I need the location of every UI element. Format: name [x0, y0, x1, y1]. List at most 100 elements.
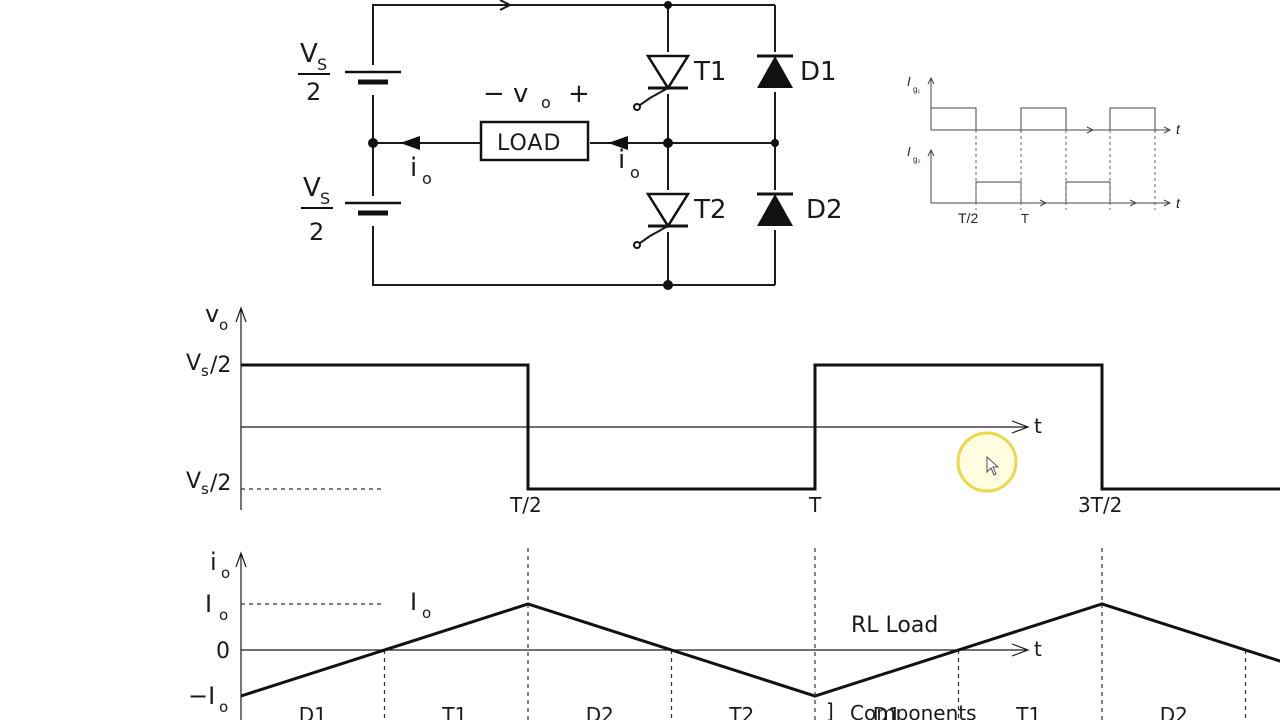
io-left-sub: o	[422, 169, 432, 188]
io-y-tick-top: I o	[205, 590, 228, 624]
vo-tick-label: T/2	[509, 493, 542, 517]
io-y-tick-bottom: −I o	[188, 682, 228, 716]
vo-bottom-suffix: /2	[210, 471, 231, 496]
vo-y-axis	[235, 306, 247, 510]
ig1-t-axis-label: t	[1176, 121, 1181, 137]
ig1-label: I g₁	[907, 74, 920, 94]
ig-tick-t-half: T/2	[958, 210, 978, 226]
source-bottom-label: V S 2	[301, 173, 333, 246]
vo-y-axis-label: v o	[205, 300, 228, 334]
gate-pulse-chart: I g₁ I g₂ t t T/2 T	[907, 74, 1181, 226]
vo-bottom-v: V	[186, 469, 201, 494]
io-tick-bottom-text: −I	[188, 682, 215, 710]
io-tick-top-text: I	[205, 590, 212, 618]
io-y-tick-zero: 0	[216, 639, 230, 664]
ig1-text: I	[907, 74, 911, 89]
node-mid	[663, 138, 673, 148]
io-y-axis-label: i o	[210, 548, 230, 582]
source-bottom-den: 2	[309, 218, 324, 246]
ig1-axis-arrows	[1086, 126, 1095, 134]
io-y-label-sub: o	[221, 564, 230, 582]
ig2-x-axis	[931, 199, 1172, 207]
thyristor-t1	[633, 52, 691, 111]
ig-tick-t: T	[1021, 211, 1029, 226]
io-right-text: i	[618, 145, 625, 175]
vo-x-axis-label: t	[1034, 414, 1042, 438]
cursor-highlight	[956, 431, 1018, 493]
io-interval-label: T1	[1015, 703, 1041, 720]
node-top	[664, 1, 672, 9]
ig2-axis-arrows	[1039, 199, 1138, 207]
ig1-y-axis	[927, 76, 935, 130]
ig1-x-axis	[931, 126, 1172, 134]
t1-label: T1	[693, 57, 726, 87]
load-box	[479, 120, 590, 162]
ig1-pulse-train	[931, 107, 1156, 130]
mouse-pointer-icon	[986, 455, 1000, 476]
io-peak-sub: o	[422, 604, 431, 622]
source-top-label: V S 2	[298, 39, 330, 106]
io-tick-top-sub: o	[219, 606, 228, 624]
vo-top-v: V	[186, 351, 201, 376]
top-current-arrow	[495, 0, 513, 11]
vo-x-axis	[241, 420, 1030, 434]
io-interval-label: T2	[728, 703, 754, 720]
io-interval-guides	[383, 650, 1247, 720]
d1-label: D1	[800, 57, 837, 87]
vo-tick-label: 3T/2	[1078, 493, 1122, 517]
io-arrow-left	[400, 136, 420, 150]
source-top-sub: S	[317, 55, 327, 74]
vo-top-suffix: /2	[210, 353, 231, 378]
source-bottom-sub: S	[320, 189, 330, 208]
vo-plus: +	[568, 79, 590, 109]
io-interval-label: D1	[299, 703, 327, 720]
ig1-sub: g₁	[913, 85, 920, 94]
io-peak-text: I	[410, 588, 417, 616]
source-top-den: 2	[306, 78, 321, 106]
thyristor-t2	[633, 190, 691, 249]
io-x-axis	[241, 643, 1030, 657]
diode-d2	[757, 190, 793, 230]
vo-y-bottom-label: V s /2	[186, 469, 231, 498]
vo-y-label-sub: o	[219, 316, 228, 334]
dc-source-top	[345, 65, 401, 95]
node-bottom	[663, 280, 673, 290]
io-interval-label: D2	[1160, 703, 1188, 720]
source-bottom-num: V	[303, 173, 321, 203]
io-y-axis	[235, 551, 247, 720]
io-left-label: i o	[410, 153, 432, 188]
diode-d1	[757, 52, 793, 92]
vo-y-label-text: v	[205, 300, 219, 328]
io-interval-label: D2	[586, 703, 614, 720]
components-label: Components	[850, 701, 977, 720]
io-right-label: i o	[618, 145, 640, 182]
dc-source-bottom	[345, 196, 401, 226]
io-triangle-wave	[240, 602, 1280, 698]
node-left	[368, 138, 378, 148]
io-right-sub: o	[630, 163, 640, 182]
ig2-label: I g₂	[907, 144, 921, 164]
io-x-axis-label: t	[1034, 637, 1042, 661]
ig2-t-axis-label: t	[1176, 195, 1181, 211]
vo-tick-label: T	[808, 493, 822, 517]
source-top-num: V	[300, 39, 318, 69]
io-peak-label: I o	[410, 588, 431, 622]
ig2-sub: g₂	[913, 155, 921, 164]
io-interval-labels: D1T1D2T2D1T1D2T2	[299, 703, 1188, 720]
vo-sub: o	[541, 93, 551, 112]
io-arrow-right	[608, 136, 628, 150]
load-label: LOAD	[497, 131, 561, 156]
d2-label: D2	[806, 195, 843, 225]
ig2-y-axis	[927, 148, 935, 203]
ig-guide-lines	[975, 130, 1156, 210]
components-bracket: ]	[826, 699, 834, 720]
rl-load-annotation: RL Load	[851, 613, 938, 638]
io-interval-label: D1	[873, 703, 901, 720]
vo-bottom-sub: s	[201, 480, 209, 498]
ig2-pulse-train	[975, 181, 1111, 203]
io-y-label-text: i	[210, 548, 217, 576]
